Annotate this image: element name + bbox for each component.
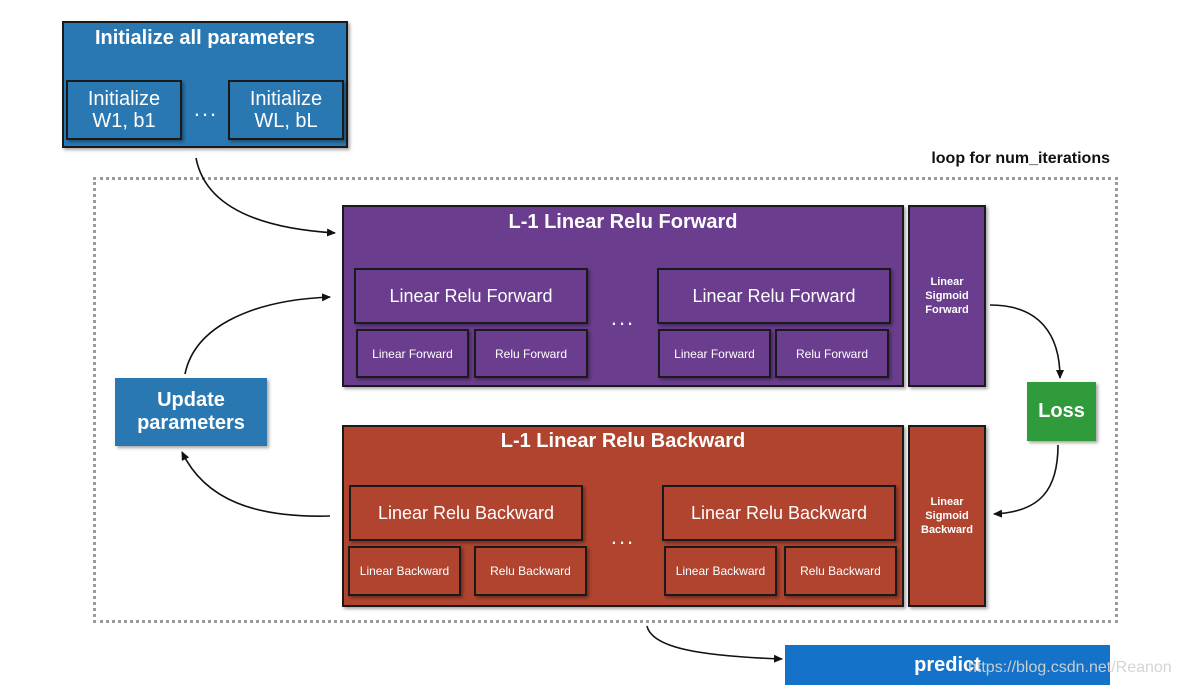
backward-ellipsis: ... (610, 524, 636, 549)
backward-title: L-1 Linear Relu Backward (500, 430, 746, 452)
watermark-text: https://blog.csdn.net/Reanon (968, 659, 1172, 676)
forward-ellipsis: ... (610, 305, 636, 330)
loop-label: loop for num_iterations (931, 150, 1110, 167)
initialize-ellipsis: ... (193, 96, 219, 121)
linear-sigmoid-backward-box: Linear Sigmoid Backward (908, 425, 986, 607)
forward-title: L-1 Linear Relu Forward (508, 211, 738, 233)
initialize-wl-box: Initialize WL, bL (228, 80, 344, 140)
linear-backward-box-right: Linear Backward (664, 546, 777, 596)
update-parameters-box: Update parameters (115, 378, 267, 446)
linear-relu-forward-box-right: Linear Relu Forward (657, 268, 891, 324)
initialize-title: Initialize all parameters (94, 27, 316, 49)
arrow-init-to-forward (195, 157, 336, 237)
arrow-update-to-forward (184, 293, 331, 375)
loop-region (93, 177, 1118, 623)
relu-forward-box-right: Relu Forward (775, 329, 889, 378)
linear-relu-forward-box-left: Linear Relu Forward (354, 268, 588, 324)
predict-box: predict (785, 645, 1110, 685)
arrow-loss-to-sigmoid-backward (993, 444, 1059, 518)
linear-sigmoid-forward-box: Linear Sigmoid Forward (908, 205, 986, 387)
loss-box: Loss (1027, 382, 1096, 441)
initialize-w1-box: Initialize W1, b1 (66, 80, 182, 140)
linear-relu-backward-box-right: Linear Relu Backward (662, 485, 896, 541)
linear-forward-box-right: Linear Forward (658, 329, 771, 378)
relu-backward-box-left: Relu Backward (474, 546, 587, 596)
arrow-loop-to-predict (646, 625, 783, 663)
relu-backward-box-right: Relu Backward (784, 546, 897, 596)
arrow-backward-to-update (181, 451, 331, 517)
linear-relu-backward-box-left: Linear Relu Backward (349, 485, 583, 541)
linear-backward-box-left: Linear Backward (348, 546, 461, 596)
arrow-sigmoid-forward-to-loss (989, 304, 1064, 379)
predict-label: predict (914, 653, 981, 676)
relu-forward-box-left: Relu Forward (474, 329, 588, 378)
linear-forward-box-left: Linear Forward (356, 329, 469, 378)
